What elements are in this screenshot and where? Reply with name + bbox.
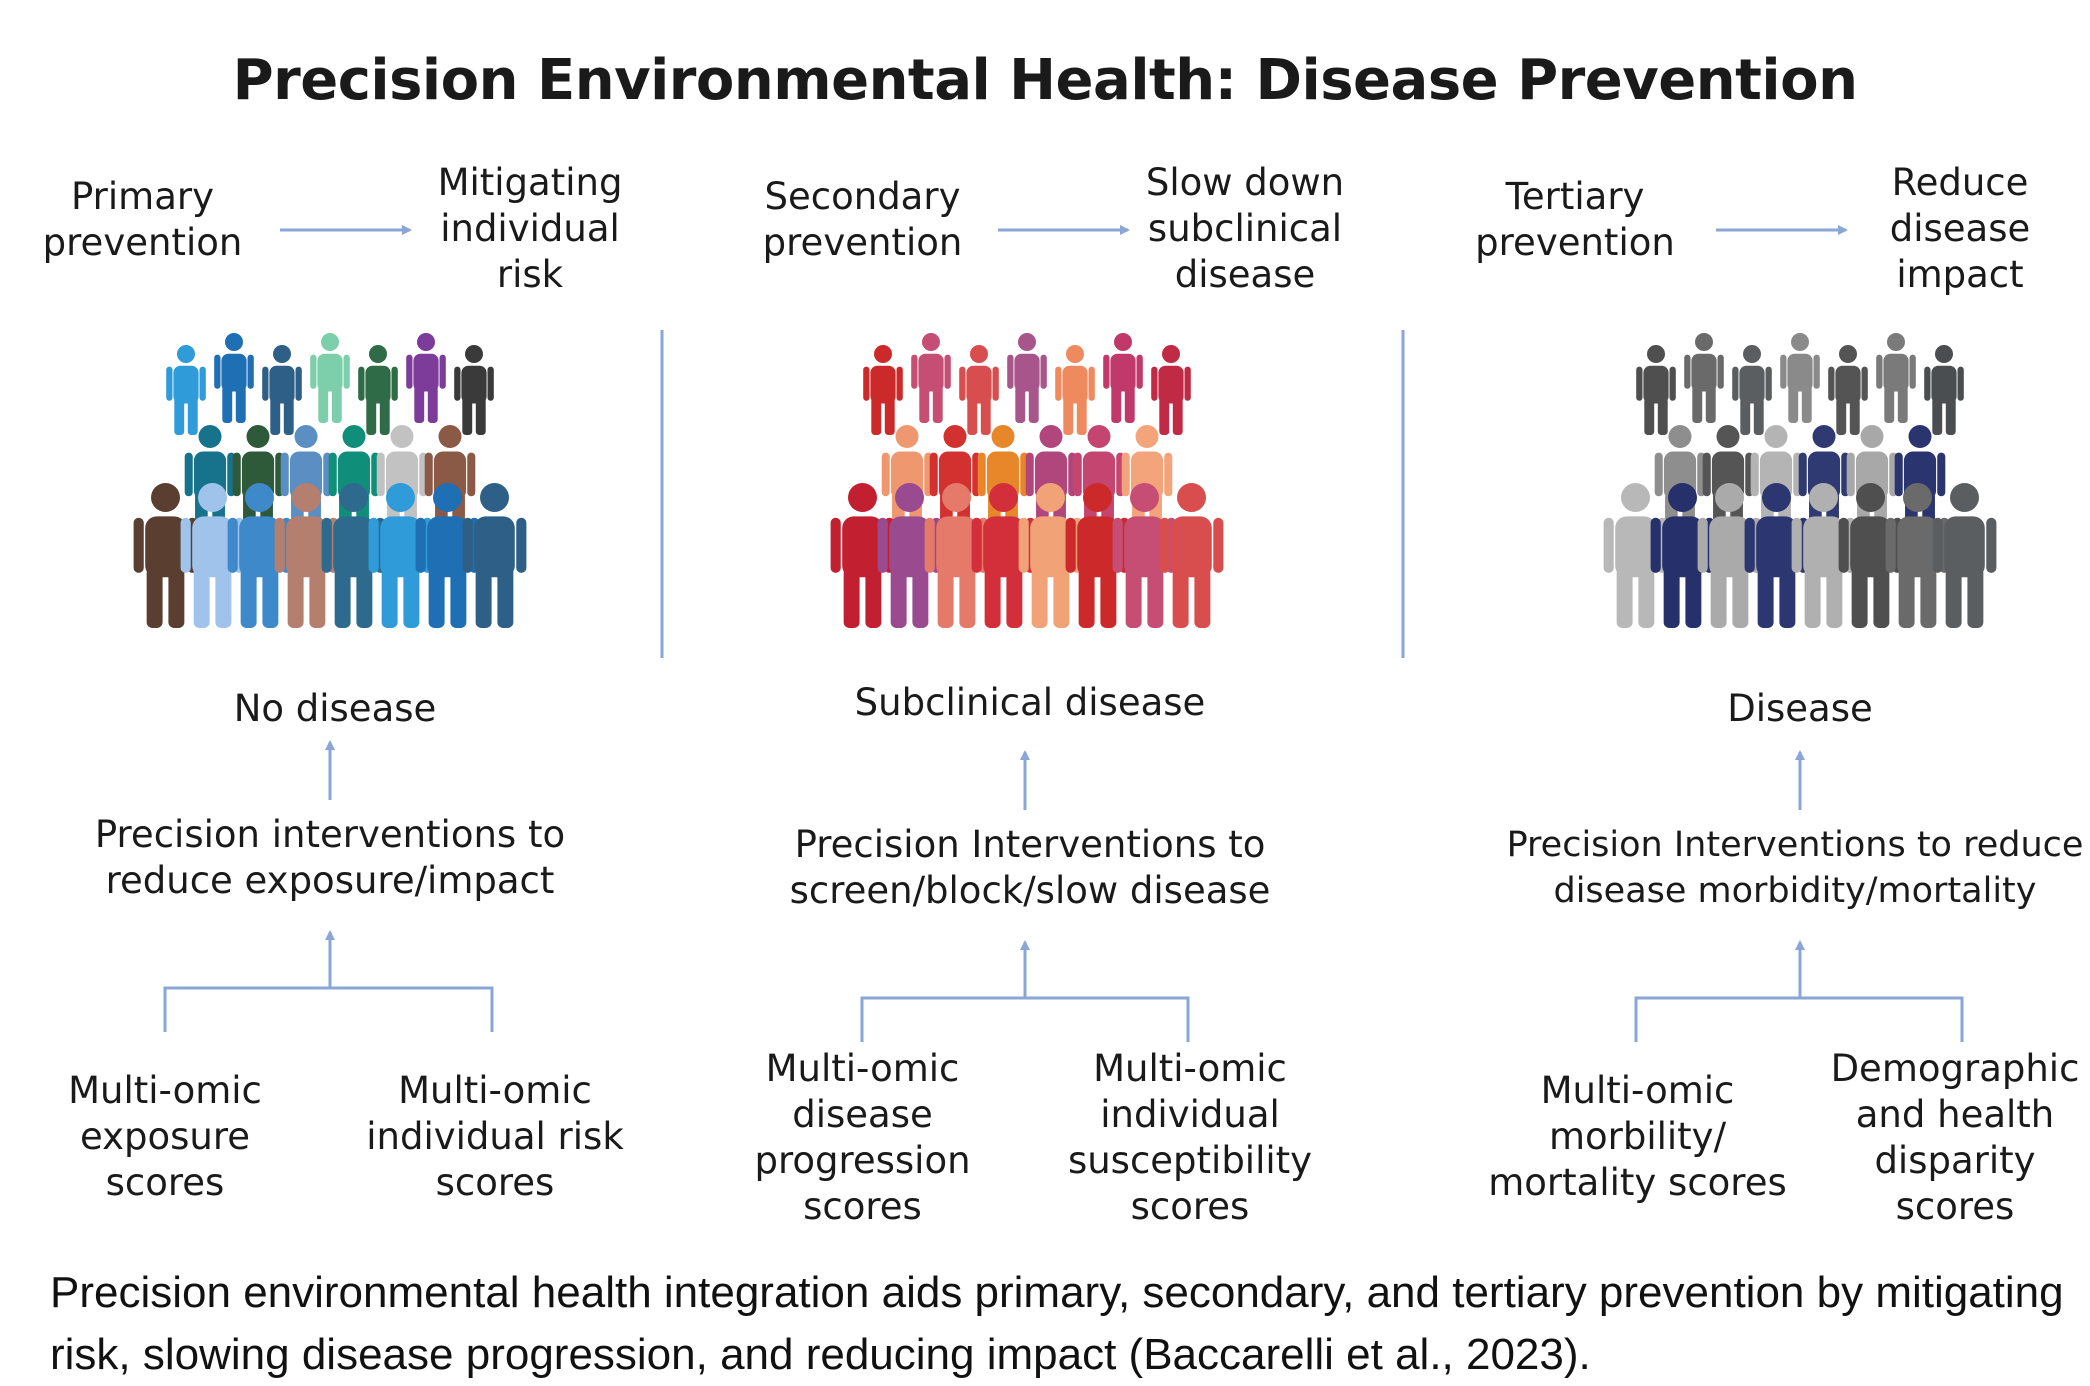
intervention-primary: Precision interventions to reduce exposu… [94, 813, 566, 902]
score-individual-susceptibility: Multi-omic individual susceptibility sco… [1067, 1047, 1313, 1228]
person-figure [1151, 345, 1191, 435]
person-figure [415, 483, 480, 628]
crowd-no-disease [133, 333, 527, 628]
state-no-disease: No disease [233, 687, 437, 730]
figure-caption: Precision environmental health integrati… [50, 1268, 2064, 1379]
score-morbidity-mortality: Multi-omic morbility/ mortality scores [1488, 1069, 1787, 1204]
score-demographic-disparity: Demographic and health disparity scores [1830, 1047, 2080, 1228]
bracket-2 [860, 940, 1190, 1042]
person-figure [877, 483, 942, 628]
bracket-3 [1634, 940, 1964, 1042]
person-figure [462, 483, 527, 628]
person-figure [1055, 345, 1095, 435]
score-exposure: Multi-omic exposure scores [68, 1069, 262, 1204]
person-figure [262, 345, 302, 435]
person-figure [1065, 483, 1130, 628]
person-figure [310, 333, 350, 423]
person-figure [368, 483, 433, 628]
crowd-subclinical-disease [830, 333, 1224, 628]
primary-prevention-label: Primary prevention [42, 175, 243, 264]
person-figure [133, 483, 198, 628]
secondary-prevention-label: Secondary prevention [762, 175, 963, 264]
person-figure [911, 333, 951, 423]
person-figure [1828, 345, 1868, 435]
person-figure [1684, 333, 1724, 423]
person-figure [406, 333, 446, 423]
person-figure [1876, 333, 1916, 423]
person-figure [1112, 483, 1177, 628]
page-title: Precision Environmental Health: Disease … [232, 48, 1858, 113]
person-figure [1932, 483, 1997, 628]
tertiary-goal-label: Reduce disease impact [1889, 161, 2031, 296]
person-figure [959, 345, 999, 435]
person-figure [166, 345, 206, 435]
score-disease-progression: Multi-omic disease progression scores [754, 1047, 971, 1228]
person-figure [358, 345, 398, 435]
intervention-secondary: Precision Interventions to screen/block/… [789, 823, 1271, 912]
person-figure [1924, 345, 1964, 435]
person-figure [1159, 483, 1224, 628]
state-disease: Disease [1727, 687, 1873, 730]
person-figure [1697, 483, 1762, 628]
person-figure [1732, 345, 1772, 435]
primary-goal-label: Mitigating individual risk [437, 161, 623, 296]
person-figure [1007, 333, 1047, 423]
person-figure [1780, 333, 1820, 423]
person-figure [1636, 345, 1676, 435]
secondary-goal-label: Slow down subclinical disease [1145, 161, 1345, 296]
person-figure [454, 345, 494, 435]
person-figure [274, 483, 339, 628]
crowd-disease [1603, 333, 1997, 628]
person-figure [1018, 483, 1083, 628]
person-figure [214, 333, 254, 423]
person-figure [1603, 483, 1668, 628]
person-figure [1103, 333, 1143, 423]
tertiary-prevention-label: Tertiary prevention [1475, 175, 1675, 264]
person-figure [863, 345, 903, 435]
intervention-tertiary: Precision Interventions to reduce diseas… [1506, 825, 2084, 911]
bracket-1 [163, 930, 494, 1032]
score-individual-risk: Multi-omic individual risk scores [366, 1069, 624, 1204]
state-subclinical-disease: Subclinical disease [854, 681, 1206, 724]
